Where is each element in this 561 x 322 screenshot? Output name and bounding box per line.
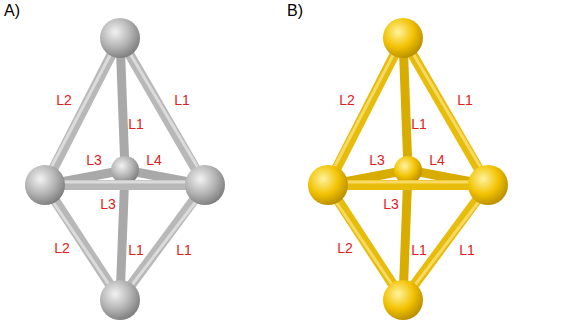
bond-length-label: L1 [176,243,192,257]
bond-length-label: L2 [56,93,72,107]
bond-length-label: L2 [339,93,355,107]
bond-length-label: L2 [54,241,70,255]
bond-length-label: L3 [86,153,102,167]
bond-length-label: L1 [411,117,427,131]
bond-length-label: L1 [411,243,427,257]
bond-length-label: L1 [174,93,190,107]
bond-length-label: L4 [146,153,162,167]
panel-letter: A) [4,3,20,19]
bond-length-label: L1 [128,243,144,257]
bond-length-label: L3 [383,197,399,211]
bond-length-label: L2 [337,241,353,255]
bond-length-label: L3 [369,153,385,167]
grey-cluster [25,18,225,320]
gold-cluster [308,18,508,320]
bond-length-label: L3 [100,197,116,211]
bond-length-label: L1 [457,93,473,107]
panel-letter: B) [287,3,303,19]
bond-length-label: L1 [128,117,144,131]
bond-length-label: L4 [429,153,445,167]
bond-length-label: L1 [459,243,475,257]
